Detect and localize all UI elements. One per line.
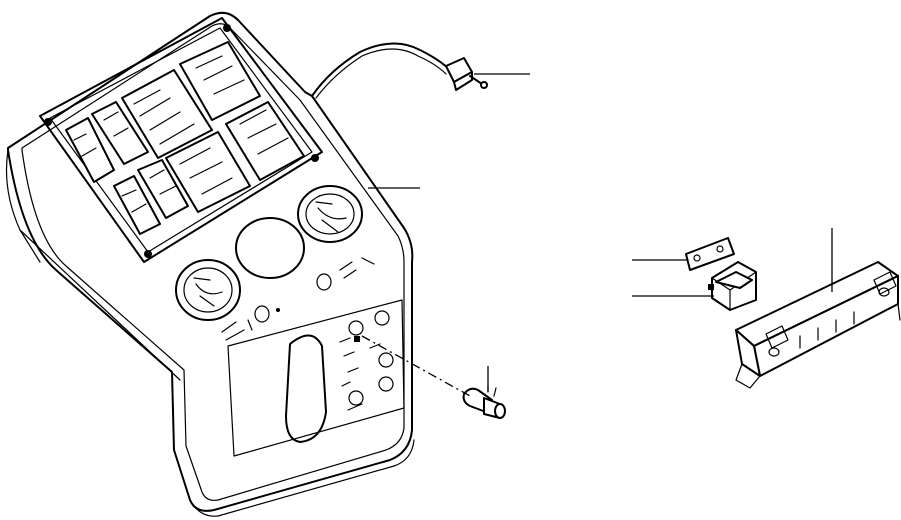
instrument-panel [5, 11, 415, 517]
toggle-switch-icon [445, 57, 488, 91]
mounting-rail-icon [735, 261, 901, 389]
bulb-install-axis [361, 335, 471, 397]
panel-outer-housing [7, 11, 414, 512]
frame-screw-tr [223, 24, 231, 32]
oval-window [285, 334, 327, 443]
socket-mark [354, 336, 360, 342]
indicator-right [316, 273, 332, 291]
mounting-plate-icon [685, 237, 735, 271]
lamp-window-7 [113, 175, 161, 235]
lamp-window-5 [65, 117, 115, 183]
lamp-window-8 [137, 159, 189, 219]
switch-hole-1 [348, 320, 364, 336]
switch-hole-3 [378, 352, 394, 368]
left-gauge [175, 259, 241, 321]
switch-subpanel [227, 299, 405, 457]
switch-cable-inner [315, 48, 447, 99]
right-gauge [297, 185, 363, 243]
relay-icon [708, 261, 757, 311]
lamp-frame-inner [49, 27, 313, 253]
indicator-dot [276, 308, 280, 312]
lamp-window-3 [165, 131, 251, 213]
panel-side-edge [5, 149, 181, 381]
rail-hole-left [768, 347, 780, 357]
switch-hole-4 [378, 376, 394, 392]
indicator-symbols [221, 257, 375, 341]
panel-bottom-edge [189, 439, 415, 517]
lamp-windows [65, 41, 305, 235]
indicator-left [254, 305, 270, 323]
lamp-window-2 [179, 41, 261, 121]
lamp-frame-outer [39, 17, 323, 263]
frame-screw-br [311, 154, 319, 162]
switch-hole-2 [374, 310, 390, 326]
switch-cable [311, 42, 451, 97]
frame-screw-tl [44, 118, 52, 126]
center-lens [235, 217, 305, 279]
frame-screw-bl [144, 250, 152, 258]
bulb-socket-icon [462, 385, 506, 419]
leader-lines [368, 73, 833, 392]
lamp-window-1 [121, 69, 213, 159]
switch-hole-5 [348, 390, 364, 406]
window-glare-hatching [73, 55, 289, 213]
